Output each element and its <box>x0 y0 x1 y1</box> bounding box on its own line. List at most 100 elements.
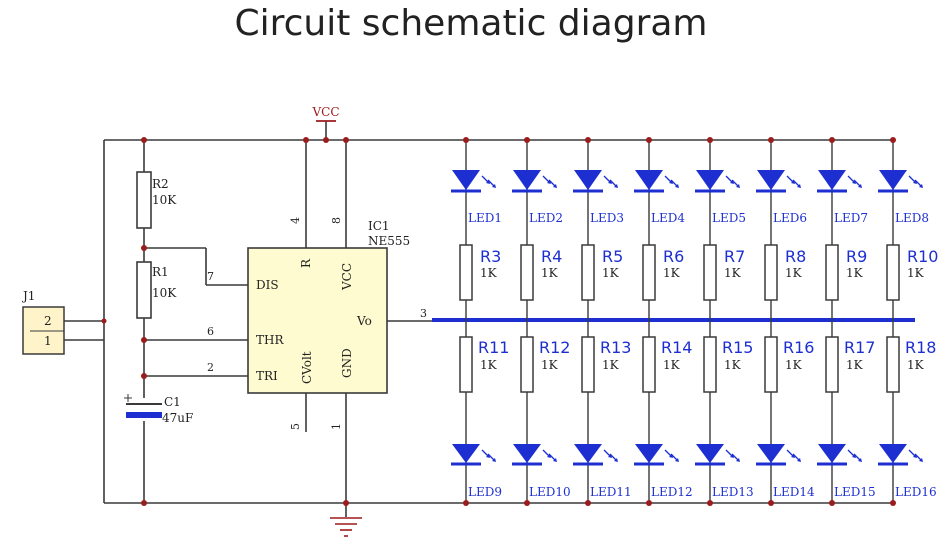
junction-dot <box>707 137 713 143</box>
pin-6-number: 6 <box>207 325 214 338</box>
led-bottom-label: LED13 <box>712 485 754 499</box>
led-top-label: LED8 <box>895 211 929 225</box>
ic-ne555: IC1 NE555 DIS THR TRI Vo R VCC CVolt GND… <box>207 217 427 430</box>
pin-7-number: 7 <box>207 270 214 283</box>
led-top-diode <box>452 170 480 190</box>
led-bottom-diode <box>635 444 663 463</box>
resistor-r2: R2 10K <box>136 171 177 229</box>
emission-arrowhead <box>614 458 618 462</box>
pin-8-number: 8 <box>330 217 343 224</box>
junction-dot <box>707 500 713 506</box>
emission-arrowhead <box>492 458 496 462</box>
c1-ref: C1 <box>164 395 181 409</box>
pin-thr-label: THR <box>256 333 284 347</box>
emission-arrowhead <box>736 184 740 188</box>
junction-dot <box>829 137 835 143</box>
emission-arrowhead <box>736 458 740 462</box>
emission-arrowhead <box>553 458 557 462</box>
led-top-label: LED1 <box>468 211 502 225</box>
resistor-top-value: 1K <box>785 266 803 280</box>
resistor-top-ref: R8 <box>785 247 806 266</box>
pin-1-number: 1 <box>330 423 343 430</box>
resistor-top <box>703 244 717 301</box>
led-array: LED1R31KR111KLED9LED2R41KR121KLED10LED3R… <box>451 137 938 506</box>
resistor-bottom <box>764 336 778 393</box>
vcc-label: VCC <box>311 105 339 119</box>
resistor-bottom-value: 1K <box>907 358 925 372</box>
led-top-label: LED4 <box>651 211 685 225</box>
resistor-bottom-value: 1K <box>663 358 681 372</box>
resistor-top-value: 1K <box>663 266 681 280</box>
led-bottom-label: LED15 <box>834 485 876 499</box>
resistor-top-value: 1K <box>846 266 864 280</box>
junction-dot <box>768 137 774 143</box>
resistor-top-value: 1K <box>724 266 742 280</box>
r1-value: 10K <box>152 286 177 300</box>
junction-dot <box>646 500 652 506</box>
pin-4-number: 4 <box>289 217 302 224</box>
led-bottom-label: LED11 <box>590 485 632 499</box>
resistor-top-ref: R3 <box>480 247 501 266</box>
emission-arrowhead <box>919 184 923 188</box>
pin-gnd-label: GND <box>340 348 354 378</box>
resistor-bottom-ref: R13 <box>600 338 631 357</box>
emission-arrowhead <box>797 184 801 188</box>
resistor-bottom-ref: R18 <box>905 338 936 357</box>
resistor-top-ref: R10 <box>907 247 938 266</box>
pin-5-number: 5 <box>289 423 302 430</box>
resistor-bottom-ref: R16 <box>783 338 814 357</box>
pin-r-label: R <box>299 258 313 268</box>
led-bottom-label: LED9 <box>468 485 502 499</box>
led-bottom-diode <box>818 444 846 463</box>
junction-dot <box>890 500 896 506</box>
junction-dot <box>524 137 530 143</box>
emission-arrowhead <box>919 458 923 462</box>
led-top-diode <box>818 170 846 190</box>
emission-arrowhead <box>858 458 862 462</box>
r1-ref: R1 <box>152 265 169 279</box>
junction-dot <box>890 137 896 143</box>
resistor-bottom-value: 1K <box>480 358 498 372</box>
junction-dots <box>101 137 349 506</box>
resistor-bottom <box>520 336 534 393</box>
led-bottom-diode <box>757 444 785 463</box>
resistor-top-ref: R9 <box>846 247 867 266</box>
pin-vo-label: Vo <box>356 314 372 328</box>
led-top-label: LED3 <box>590 211 624 225</box>
resistor-bottom-value: 1K <box>846 358 864 372</box>
resistor-bottom-value: 1K <box>785 358 803 372</box>
resistor-top <box>520 244 534 301</box>
led-top-diode <box>513 170 541 190</box>
emission-arrowhead <box>797 458 801 462</box>
resistor-bottom-ref: R12 <box>539 338 570 357</box>
resistor-bottom <box>886 336 900 393</box>
resistor-bottom-ref: R14 <box>661 338 692 357</box>
junction-dot <box>585 137 591 143</box>
pin-dis-label: DIS <box>256 278 279 292</box>
resistor-top <box>825 244 839 301</box>
pin-2-number: 2 <box>207 361 214 374</box>
led-bottom-label: LED10 <box>529 485 571 499</box>
junction-dot <box>829 500 835 506</box>
led-bottom-diode <box>696 444 724 463</box>
resistor-bottom <box>825 336 839 393</box>
resistor-top <box>886 244 900 301</box>
resistor-bottom-ref: R17 <box>844 338 875 357</box>
junction-dot <box>463 500 469 506</box>
led-bottom-diode <box>452 444 480 463</box>
led-top-label: LED7 <box>834 211 868 225</box>
junction-dot <box>463 137 469 143</box>
resistor-r1: R1 10K <box>136 261 177 319</box>
resistor-bottom <box>459 336 473 393</box>
junction-dot <box>768 500 774 506</box>
led-top-diode <box>635 170 663 190</box>
resistor-top-value: 1K <box>480 266 498 280</box>
resistor-top-value: 1K <box>541 266 559 280</box>
resistor-bottom <box>581 336 595 393</box>
junction-dot <box>524 500 530 506</box>
c1-value: 47uF <box>162 411 193 425</box>
led-top-diode <box>574 170 602 190</box>
led-top-diode <box>696 170 724 190</box>
ground-symbol <box>330 517 362 537</box>
